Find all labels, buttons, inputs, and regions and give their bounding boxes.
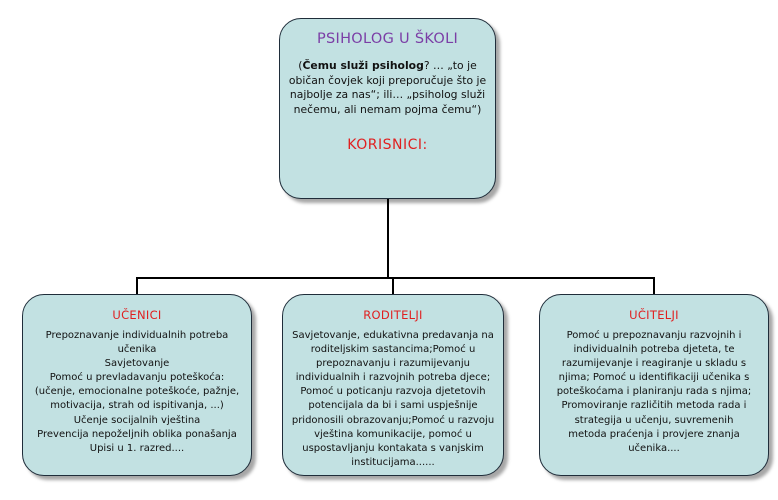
card-line: uspostavljanju kontakata s vanjskim xyxy=(302,442,484,454)
card-line: individualnih potreba djeteta, te xyxy=(573,344,735,356)
card-line: Promoviranje različitih metoda rada i xyxy=(561,400,747,412)
connector-vertical-top xyxy=(387,199,389,278)
card-line: Učenje socijalnih vještina xyxy=(73,414,201,426)
card-line: potencijala da bi i sami uspješnije xyxy=(308,400,478,412)
card-line: učenika xyxy=(117,344,157,356)
card-line: razumijevanje i reagiranje u skladu s xyxy=(561,358,747,370)
card-line: (učenje, emocionalne poteškoće, pažnje, xyxy=(34,386,240,398)
card-ucitelji: UČITELJI Pomoć u prepoznavanju razvojnih… xyxy=(539,294,769,476)
root-korisnici-label: KORISNICI: xyxy=(347,137,428,154)
card-line: Upisi u 1. razred.... xyxy=(89,442,185,454)
card-line: Pomoć u poticanju razvoja djetetovih xyxy=(300,386,486,398)
card-line: njima; Pomoć u identifikaciji učenika s xyxy=(558,372,750,384)
root-desc-bold: Čemu služi psiholog xyxy=(302,59,424,72)
card-body: Pomoć u prepoznavanju razvojnih i indivi… xyxy=(548,329,760,456)
card-line: vještina komunikacije, pomoć u xyxy=(314,428,472,440)
card-line: Savjetovanje xyxy=(104,358,170,370)
card-title: RODITELJI xyxy=(363,308,423,322)
connector-middle xyxy=(392,277,394,295)
card-line: roditeljskim sastancima;Pomoć u xyxy=(310,344,476,356)
card-roditelji: RODITELJI Savjetovanje, edukativna preda… xyxy=(282,294,504,476)
card-body: Savjetovanje, edukativna predavanja na r… xyxy=(289,329,497,470)
card-line: učenika.... xyxy=(628,442,680,454)
card-title: UČITELJI xyxy=(629,308,679,322)
card-line: pridonosili obrazovanju;Pomoć u razvoju xyxy=(291,414,495,426)
card-line: Pomoć u prepoznavanju razvojnih i xyxy=(566,330,742,341)
card-title: UČENICI xyxy=(112,308,162,322)
root-title: PSIHOLOG U ŠKOLI xyxy=(316,31,459,47)
root-desc-open: ( xyxy=(298,59,303,72)
card-line: Savjetovanje, edukativna predavanja na xyxy=(292,330,494,341)
card-line: Prevencija nepoželjnih oblika ponašanja xyxy=(37,428,237,440)
card-line: institucijama...... xyxy=(351,456,435,468)
root-desc-rest: ? … „to je običan čovjek koji preporučuj… xyxy=(288,59,487,116)
connector-right xyxy=(653,277,655,295)
root-node-psiholog: PSIHOLOG U ŠKOLI (Čemu služi psiholog? …… xyxy=(279,18,496,199)
connector-left xyxy=(136,277,138,295)
card-ucenici: UČENICI Prepoznavanje individualnih potr… xyxy=(22,294,252,476)
card-line: Prepoznavanje individualnih potreba xyxy=(45,330,229,341)
card-line: strategija u učenju, suvremenih xyxy=(574,414,734,426)
root-description: (Čemu služi psiholog? … „to je običan čo… xyxy=(288,59,487,117)
card-line: individualnih i razvojnih potreba djece; xyxy=(295,372,491,384)
card-line: prepoznavanju i razumijevanju xyxy=(316,358,470,370)
card-line: metoda praćenja i provjere znanja xyxy=(568,428,740,440)
card-line: motivacija, strah od ispitivanja, ...) xyxy=(50,400,224,412)
card-line: poteškoćama i planiranju rada s njima; xyxy=(556,386,752,398)
card-body: Prepoznavanje individualnih potreba učen… xyxy=(29,329,245,456)
card-line: Pomoć u prevladavanju poteškoća: xyxy=(49,372,225,384)
connector-horizontal xyxy=(136,277,655,279)
